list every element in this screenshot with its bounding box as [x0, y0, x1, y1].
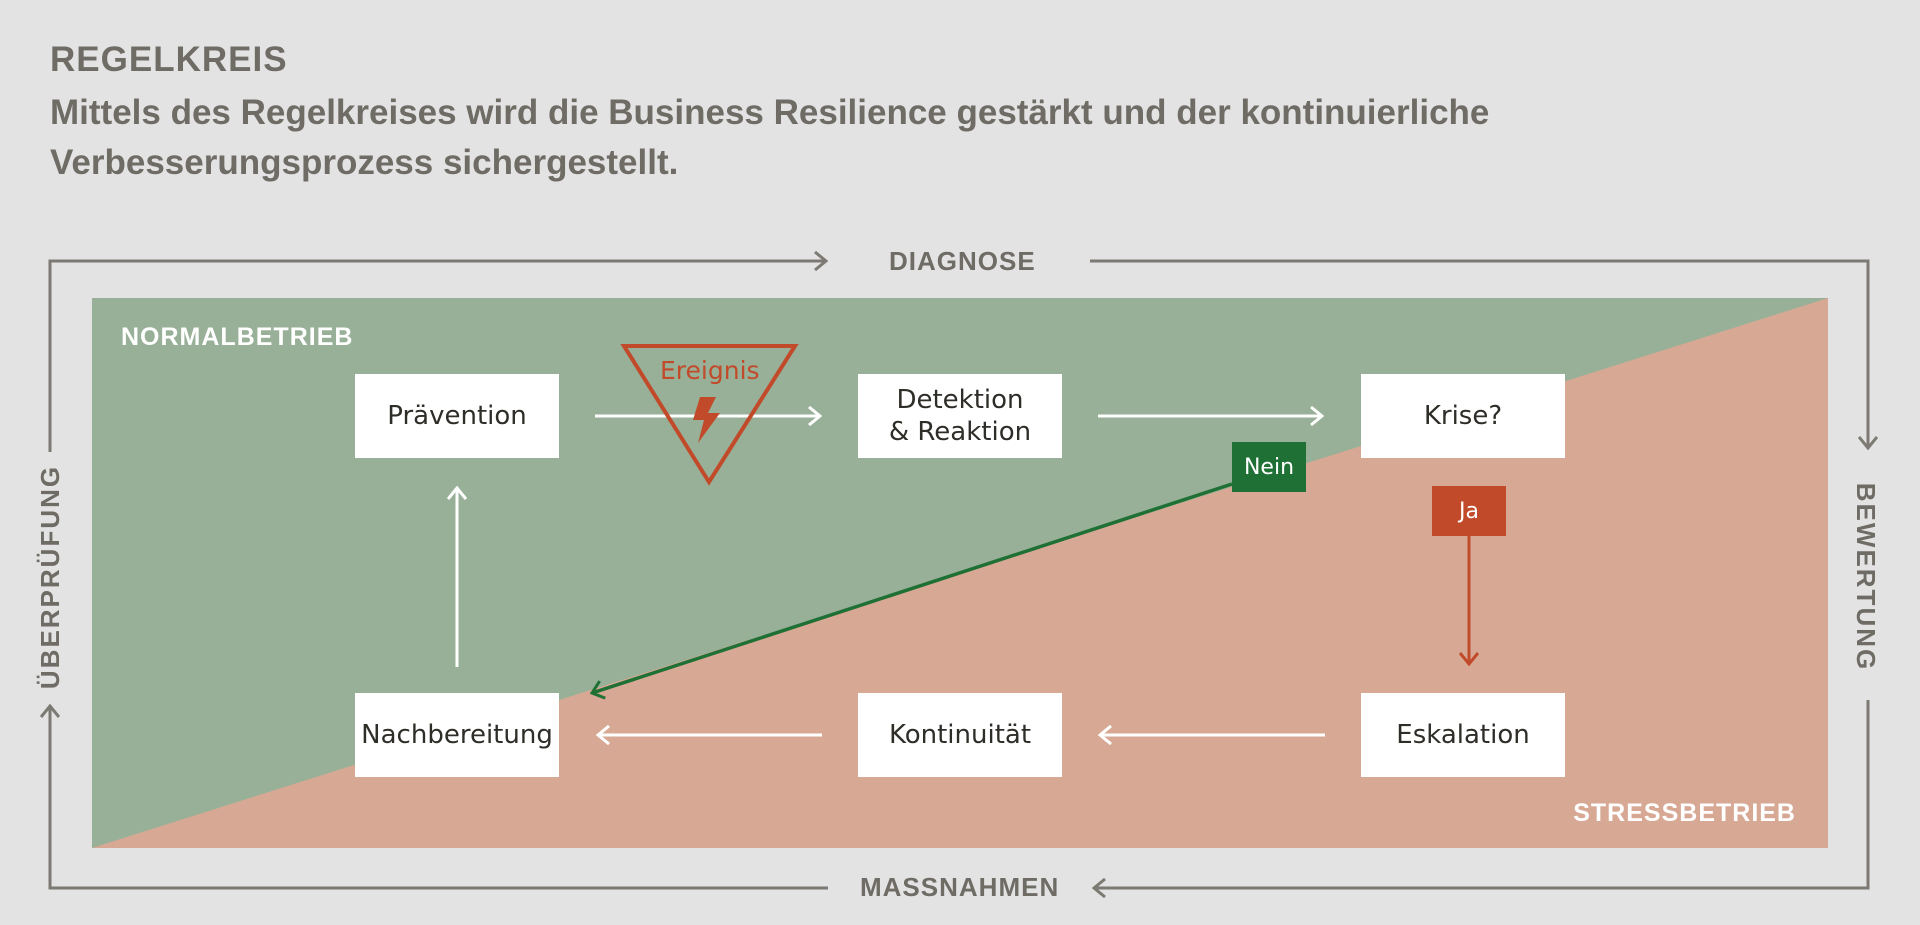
loop-label-diagnose: DIAGNOSE: [889, 246, 1036, 276]
page-kicker: REGELKREIS: [50, 40, 288, 79]
loop-label-ueberpruefung-text: ÜBERPRÜFUNG: [34, 464, 65, 690]
outer-loop-frame: [50, 261, 1868, 888]
zone-label-normal: NORMALBETRIEB: [121, 323, 354, 351]
node-eskalation: Eskalation: [1361, 693, 1565, 777]
node-detektion-reaktion: Detektion & Reaktion: [858, 374, 1062, 458]
event-label: Ereignis: [660, 356, 760, 385]
loop-label-massnahmen: MASSNAHMEN: [860, 872, 1060, 902]
lightning-bolt-icon: [693, 397, 720, 443]
node-praevention: Prävention: [355, 374, 559, 458]
zone-label-stress: STRESSBETRIEB: [1573, 799, 1796, 827]
page-subtitle: Mittels des Regelkreises wird die Busine…: [50, 93, 1490, 182]
node-nachbereitung: Nachbereitung: [355, 693, 559, 777]
arrow-no-branch: [592, 482, 1233, 693]
decision-yes-badge: Ja: [1432, 486, 1506, 536]
decision-no-badge: Nein: [1232, 442, 1306, 492]
event-triangle: [620, 344, 799, 486]
node-kontinuitaet: Kontinuität: [858, 693, 1062, 777]
loop-label-bewertung-text: BEWERTUNG: [1851, 482, 1882, 672]
node-krise: Krise?: [1361, 374, 1565, 458]
